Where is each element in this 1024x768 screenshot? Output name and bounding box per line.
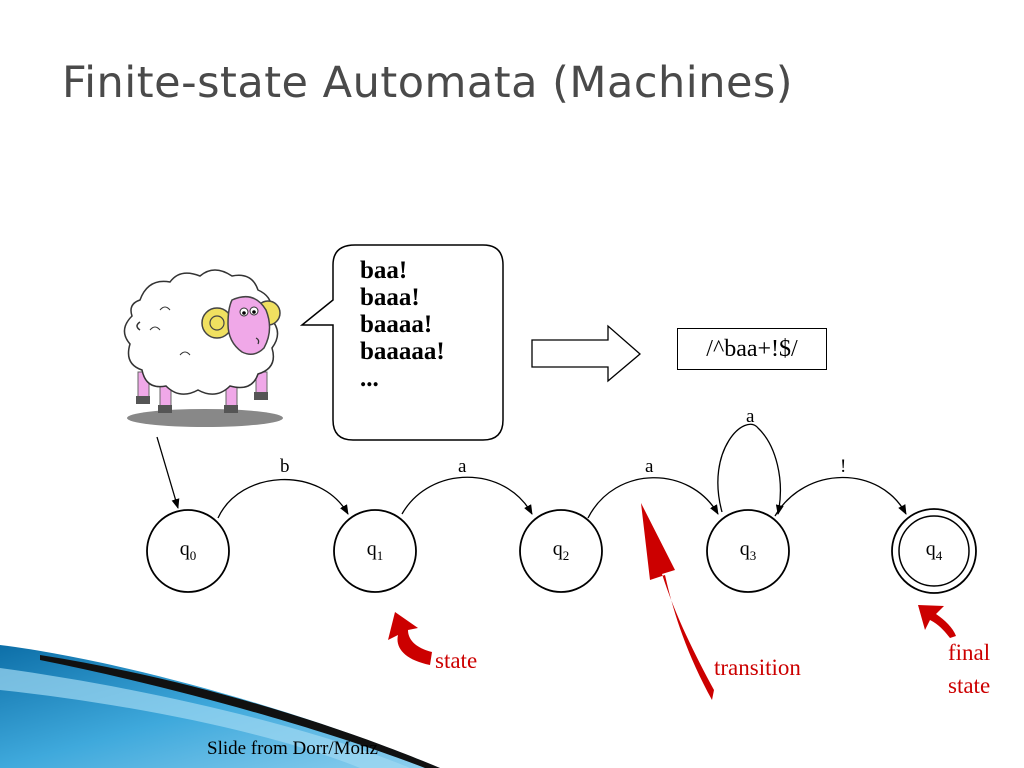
transition-q2-q3 [587,477,719,519]
transition-annotation-arrow [641,503,714,700]
state-label-q2: q2 [552,538,570,563]
transition-label-a1: a [458,456,467,477]
speech-bubble-outline [299,244,504,441]
state-q2 [519,509,603,593]
state-label-q0: q0 [179,538,197,563]
speech-line: baaaaa! [360,338,445,365]
transition-label-a2: a [645,456,654,477]
transition-q1-q2 [401,476,533,515]
sheep-illustration [123,269,283,427]
transition-label-bang: ! [840,456,847,477]
transition-label-b: b [280,456,290,477]
state-q1 [333,509,417,593]
speech-line: baa! [360,257,408,284]
annotation-final-state: final state [948,640,991,698]
state-label-q1: q1 [366,538,384,563]
speech-line: baaaa! [360,311,433,338]
block-arrow [531,324,641,383]
speech-line: ... [360,365,379,392]
state-annotation-arrow [388,612,432,665]
annotation-state: state [435,648,478,673]
start-arrow [156,436,180,509]
slide-title: Finite-state Automata (Machines) [62,58,794,108]
speech-line: baaa! [360,284,420,311]
state-q3 [706,509,790,593]
regex-box: /^baa+!$/ [677,328,827,370]
corner-swoosh-decoration [0,645,440,768]
state-label-q4: q4 [925,538,943,563]
transition-label-loop-a: a [746,406,755,427]
annotation-transition: transition [714,655,801,680]
transition-q3-q3-loop [717,423,784,515]
final-state-annotation-arrow [918,605,956,638]
slide-credit: Slide from Dorr/Monz [207,738,378,759]
speech-bubble-text: baa! baaa! baaaa! baaaaa! ... [360,257,445,392]
state-q4-outer [891,508,977,594]
state-q0 [146,509,230,593]
state-q4-inner [898,515,970,587]
transition-q0-q1 [217,478,349,519]
transition-q3-q4 [774,476,907,517]
state-label-q3: q3 [739,538,757,563]
